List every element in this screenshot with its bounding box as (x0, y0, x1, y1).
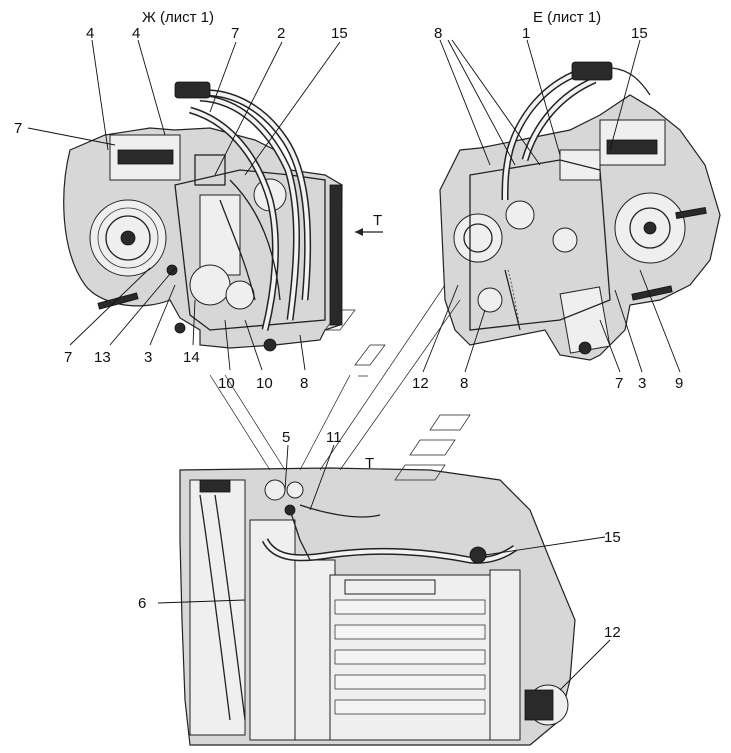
callouts-right-bottom: 12 8 7 3 9 (412, 375, 683, 392)
callout-11: 11 (326, 429, 342, 446)
callout-7d: 7 (615, 375, 623, 392)
callout-1: 1 (522, 25, 530, 42)
callout-10a: 10 (218, 375, 235, 392)
callout-15b: 15 (631, 25, 648, 42)
callout-7b: 7 (14, 120, 22, 137)
arrow-t-label: Т (373, 212, 382, 229)
callout-4a: 4 (86, 25, 94, 42)
callout-15a: 15 (331, 25, 348, 42)
callout-9: 9 (675, 375, 683, 392)
callout-7a: 7 (231, 25, 239, 42)
title-labels: Ж (лист 1) Е (лист 1) Т (142, 9, 601, 229)
callout-15c: 15 (604, 529, 621, 546)
view-e (439, 61, 721, 361)
callout-t: Т (365, 455, 374, 472)
callout-7c: 7 (64, 349, 72, 366)
callout-12a: 12 (412, 375, 429, 392)
radiator-fins (334, 599, 486, 715)
callouts-right-top: 8 1 15 (434, 25, 648, 42)
view-zh (63, 81, 343, 352)
callout-13: 13 (94, 349, 111, 366)
view-direction-markers (209, 228, 471, 481)
callout-8a: 8 (300, 375, 308, 392)
callout-14: 14 (183, 349, 200, 366)
callout-8b: 8 (434, 25, 442, 42)
view-zh-title: Ж (лист 1) (142, 9, 214, 26)
callout-3a: 3 (144, 349, 152, 366)
callout-4b: 4 (132, 25, 140, 42)
callouts-left-bottom: 7 13 3 14 10 10 8 (64, 349, 308, 392)
view-bottom (179, 467, 576, 746)
callout-2: 2 (277, 25, 285, 42)
view-e-title: Е (лист 1) (533, 9, 601, 26)
callouts-bottom-view: 5 11 Т 15 6 12 (138, 429, 621, 641)
callout-12b: 12 (604, 624, 621, 641)
callout-5: 5 (282, 429, 290, 446)
leader-lines (27, 39, 681, 691)
callout-6: 6 (138, 595, 146, 612)
callout-10b: 10 (256, 375, 273, 392)
callout-3b: 3 (638, 375, 646, 392)
callouts-left-top: 4 4 7 2 15 7 (14, 25, 348, 137)
callout-8c: 8 (460, 375, 468, 392)
